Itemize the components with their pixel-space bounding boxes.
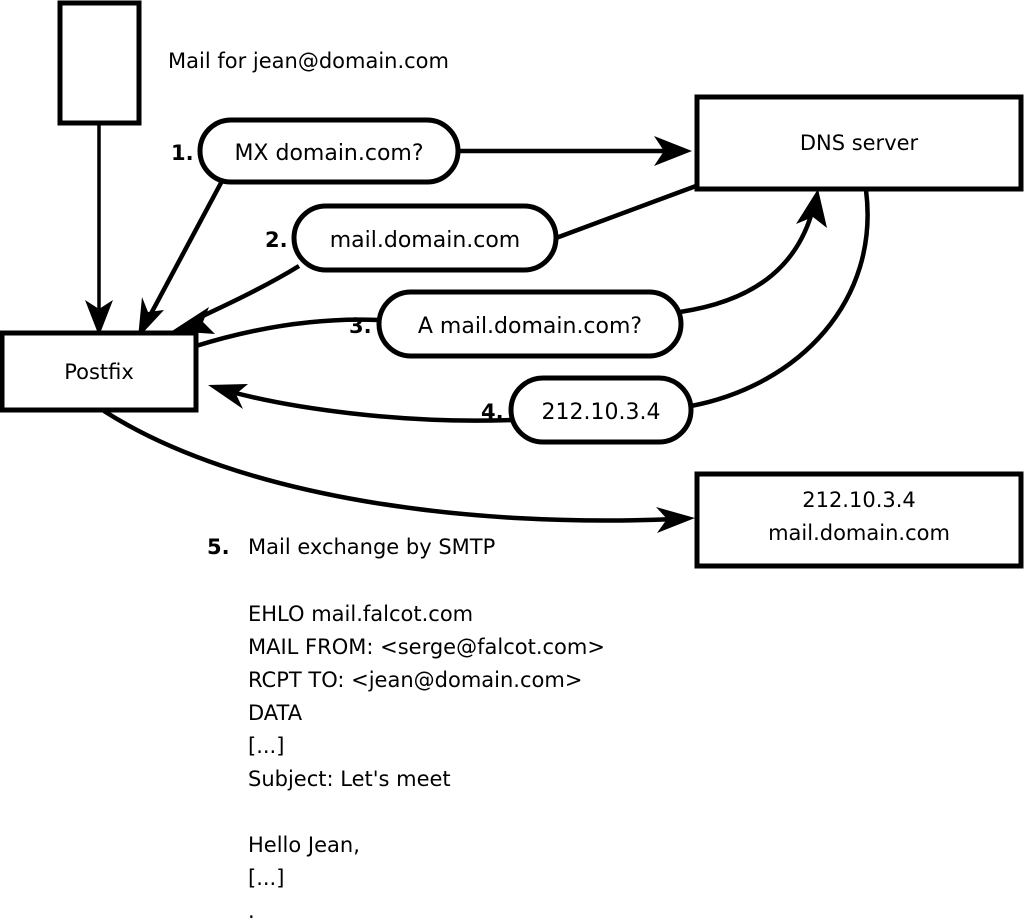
node-mail-server-host: mail.domain.com [768, 521, 950, 545]
step-2-number: 2. [265, 228, 288, 252]
smtp-transcript: EHLO mail.falcot.com MAIL FROM: <serge@f… [248, 602, 605, 919]
smtp-line: [...] [248, 866, 284, 890]
step-4-label: 212.10.3.4 [542, 400, 661, 425]
edge-postfix-to-mailserver [102, 409, 695, 533]
step-3-number: 3. [349, 314, 372, 338]
node-postfix-label: Postfix [64, 360, 134, 384]
edge-step1-tail-to-postfix [138, 179, 224, 338]
node-dns-server-label: DNS server [800, 131, 919, 155]
smtp-line: Subject: Let's meet [248, 767, 451, 791]
step-4-number: 4. [481, 400, 504, 424]
smtp-line: EHLO mail.falcot.com [248, 602, 473, 626]
edge-postfix-to-step3 [195, 317, 380, 349]
step-4-bubble[interactable]: 4. 212.10.3.4 [481, 375, 694, 445]
edge-mailbox-to-postfix [85, 123, 113, 336]
node-mailbox[interactable] [57, 0, 142, 126]
step-1-label: MX domain.com? [234, 141, 423, 166]
node-postfix[interactable]: Postfix [0, 330, 199, 413]
smtp-line: . [248, 899, 255, 919]
smtp-line: [...] [248, 734, 284, 758]
edge-step2-to-postfix [172, 264, 301, 334]
step-1-number: 1. [171, 141, 194, 165]
node-mail-server-ip: 212.10.3.4 [802, 488, 916, 512]
step-5-number: 5. [207, 535, 230, 559]
edge-dns-to-step2 [555, 183, 697, 241]
step-5-label: Mail exchange by SMTP [248, 535, 495, 559]
edge-dns-to-step4 [690, 189, 870, 409]
node-mail-server[interactable]: 212.10.3.4 mail.domain.com [694, 471, 1024, 569]
step-2-bubble[interactable]: 2. mail.domain.com [265, 203, 559, 273]
diagram-caption: Mail for jean@domain.com [168, 49, 449, 73]
edge-step3-to-dns [679, 189, 827, 315]
smtp-line: MAIL FROM: <serge@falcot.com> [248, 635, 605, 659]
node-dns-server[interactable]: DNS server [694, 94, 1024, 192]
step-5-label-group: 5. Mail exchange by SMTP [207, 535, 495, 559]
edge-step4-to-postfix [208, 384, 513, 423]
edge-step1-to-dns [458, 136, 692, 166]
smtp-line: RCPT TO: <jean@domain.com> [248, 668, 582, 692]
smtp-line: Hello Jean, [248, 833, 360, 857]
step-3-label: A mail.domain.com? [418, 314, 642, 339]
step-2-label: mail.domain.com [330, 228, 521, 253]
smtp-line: DATA [248, 701, 303, 725]
step-1-bubble[interactable]: 1. MX domain.com? [171, 117, 461, 185]
step-3-bubble[interactable]: 3. A mail.domain.com? [349, 289, 684, 359]
